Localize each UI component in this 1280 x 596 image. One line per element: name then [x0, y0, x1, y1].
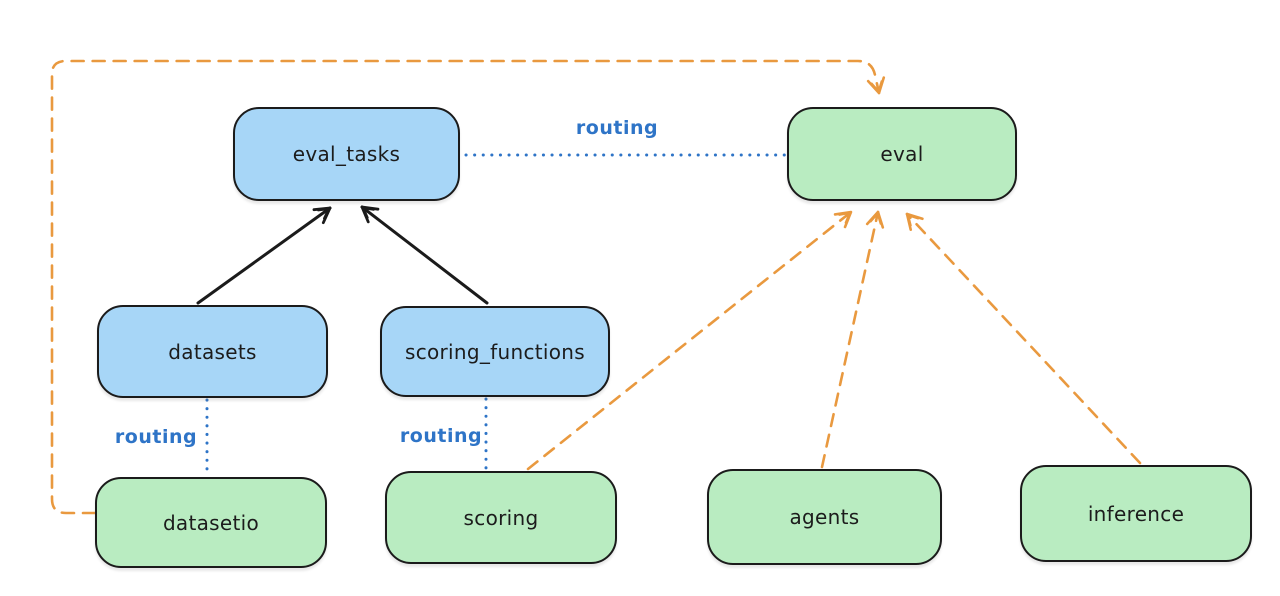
- edge-scoring-functions-to-eval-tasks: [360, 205, 489, 305]
- node-datasetio-label: datasetio: [162, 510, 260, 535]
- node-agents: agents: [707, 469, 942, 565]
- node-scoring-functions-label: scoring_functions: [404, 339, 586, 364]
- edge-inference-to-eval: [905, 212, 1142, 465]
- node-agents-label: agents: [789, 505, 860, 529]
- node-eval-tasks-label: eval_tasks: [292, 142, 401, 166]
- node-eval-label: eval: [880, 142, 924, 166]
- node-scoring-label: scoring: [463, 505, 539, 530]
- node-datasets: datasets: [97, 305, 328, 398]
- routing-label-eval-tasks-eval: routing: [575, 117, 659, 139]
- edge-scoring-to-eval: [526, 210, 853, 471]
- node-scoring: scoring: [385, 471, 617, 564]
- node-inference: inference: [1020, 465, 1252, 562]
- node-datasetio: datasetio: [95, 477, 327, 568]
- edge-agents-to-eval: [820, 210, 885, 469]
- routing-label-datasets-datasetio: routing: [114, 426, 198, 448]
- node-datasets-label: datasets: [168, 339, 257, 364]
- node-eval: eval: [787, 107, 1017, 201]
- node-eval-tasks: eval_tasks: [233, 107, 460, 201]
- edge-datasetio-to-eval: [50, 59, 886, 515]
- node-scoring-functions: scoring_functions: [380, 306, 610, 397]
- node-inference-label: inference: [1087, 501, 1185, 526]
- edge-datasets-to-eval-tasks: [196, 206, 332, 305]
- routing-label-scoring-functions-scoring: routing: [399, 425, 483, 447]
